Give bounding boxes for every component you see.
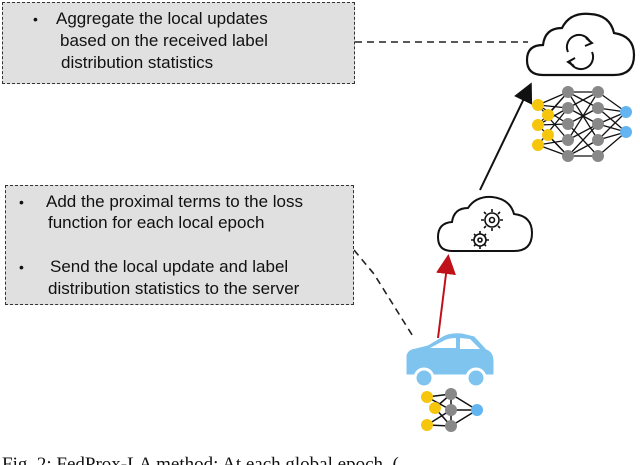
client-item1-line-1: Add the proximal terms to the loss (46, 192, 304, 211)
client-item2-line-1: Send the local update and label (50, 257, 289, 276)
server-cloud-icon (525, 12, 636, 77)
server-text-line-3: distribution statistics (61, 53, 214, 72)
server-text-line-2: based on the received label (60, 31, 268, 50)
bullet: • (19, 259, 24, 275)
server-neural-network-icon (532, 86, 632, 162)
bullet: • (33, 11, 38, 27)
figure-caption: Fig. 2: FedProx-LA method: At each globa… (2, 454, 414, 465)
edge-to-server-arrow (479, 82, 533, 191)
client-neural-network-icon (421, 388, 483, 432)
edge-cloud-gear-icon (436, 195, 534, 252)
server-aggregation-textbox: • Aggregate the local updates based on t… (2, 2, 355, 84)
client-item1-line-2: function for each local epoch (48, 213, 265, 232)
car-icon (406, 333, 494, 389)
client-item2-line-2: distribution statistics to the server (48, 279, 300, 298)
bullet: • (19, 194, 24, 210)
client-connector-dashed (353, 249, 415, 339)
client-update-textbox: • Add the proximal terms to the loss fun… (5, 185, 354, 305)
edge-to-cloud-arrow (436, 254, 456, 339)
server-text-line-1: Aggregate the local updates (56, 9, 268, 28)
